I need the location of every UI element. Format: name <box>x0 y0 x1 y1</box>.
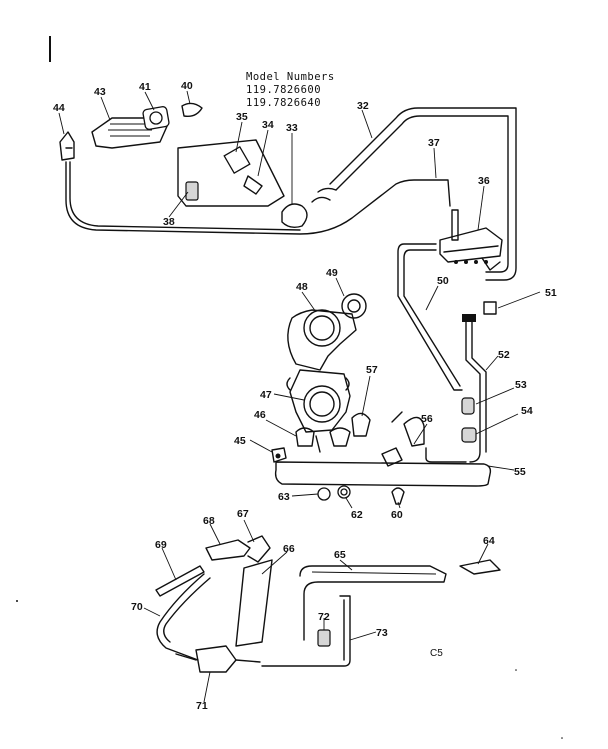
part-labels: 32 33 34 35 36 37 38 40 41 43 44 45 46 4… <box>53 80 557 712</box>
part-label-60: 60 <box>391 509 403 521</box>
part-label-34: 34 <box>262 119 274 131</box>
part-label-32: 32 <box>357 100 369 112</box>
part-label-44: 44 <box>53 102 65 114</box>
part-label-64: 64 <box>483 535 495 547</box>
part-label-51: 51 <box>545 287 557 299</box>
part-label-36: 36 <box>478 175 490 187</box>
part-label-57: 57 <box>366 364 378 376</box>
model-number-2: 119.7826640 <box>246 97 322 109</box>
model-numbers-heading: Model Numbers <box>246 71 335 83</box>
part-label-67: 67 <box>237 508 249 520</box>
part-label-53: 53 <box>515 379 527 391</box>
part-label-52: 52 <box>498 349 510 361</box>
part-label-69: 69 <box>155 539 167 551</box>
part-label-43: 43 <box>94 86 106 98</box>
part-label-41: 41 <box>139 81 151 93</box>
part-label-50: 50 <box>437 275 449 287</box>
part-label-62: 62 <box>351 509 363 521</box>
part-label-48: 48 <box>296 281 308 293</box>
part-label-68: 68 <box>203 515 215 527</box>
lower-assembly <box>155 535 501 673</box>
part-label-40: 40 <box>181 80 193 92</box>
part-label-70: 70 <box>131 601 143 613</box>
part-label-37: 37 <box>428 137 440 149</box>
part-label-49: 49 <box>326 267 338 279</box>
middle-assembly <box>271 243 497 505</box>
part-label-66: 66 <box>283 543 295 555</box>
leader-lines <box>58 90 541 703</box>
part-label-47: 47 <box>260 389 272 401</box>
part-label-63: 63 <box>278 491 290 503</box>
part-label-38: 38 <box>163 216 175 228</box>
model-number-1: 119.7826600 <box>246 84 322 96</box>
part-label-55: 55 <box>514 466 526 478</box>
speck <box>561 737 563 739</box>
part-label-65: 65 <box>334 549 346 561</box>
part-label-45: 45 <box>234 435 246 447</box>
part-label-33: 33 <box>286 122 298 134</box>
part-label-73: 73 <box>376 627 388 639</box>
speck <box>16 600 18 602</box>
part-label-56: 56 <box>421 413 433 425</box>
upper-assembly <box>59 102 517 281</box>
part-label-46: 46 <box>254 409 266 421</box>
part-label-72: 72 <box>318 611 330 623</box>
part-label-71: 71 <box>196 700 208 712</box>
diagram-code: C5 <box>430 648 443 659</box>
part-label-35: 35 <box>236 111 248 123</box>
speck <box>515 669 517 671</box>
part-label-54: 54 <box>521 405 533 417</box>
